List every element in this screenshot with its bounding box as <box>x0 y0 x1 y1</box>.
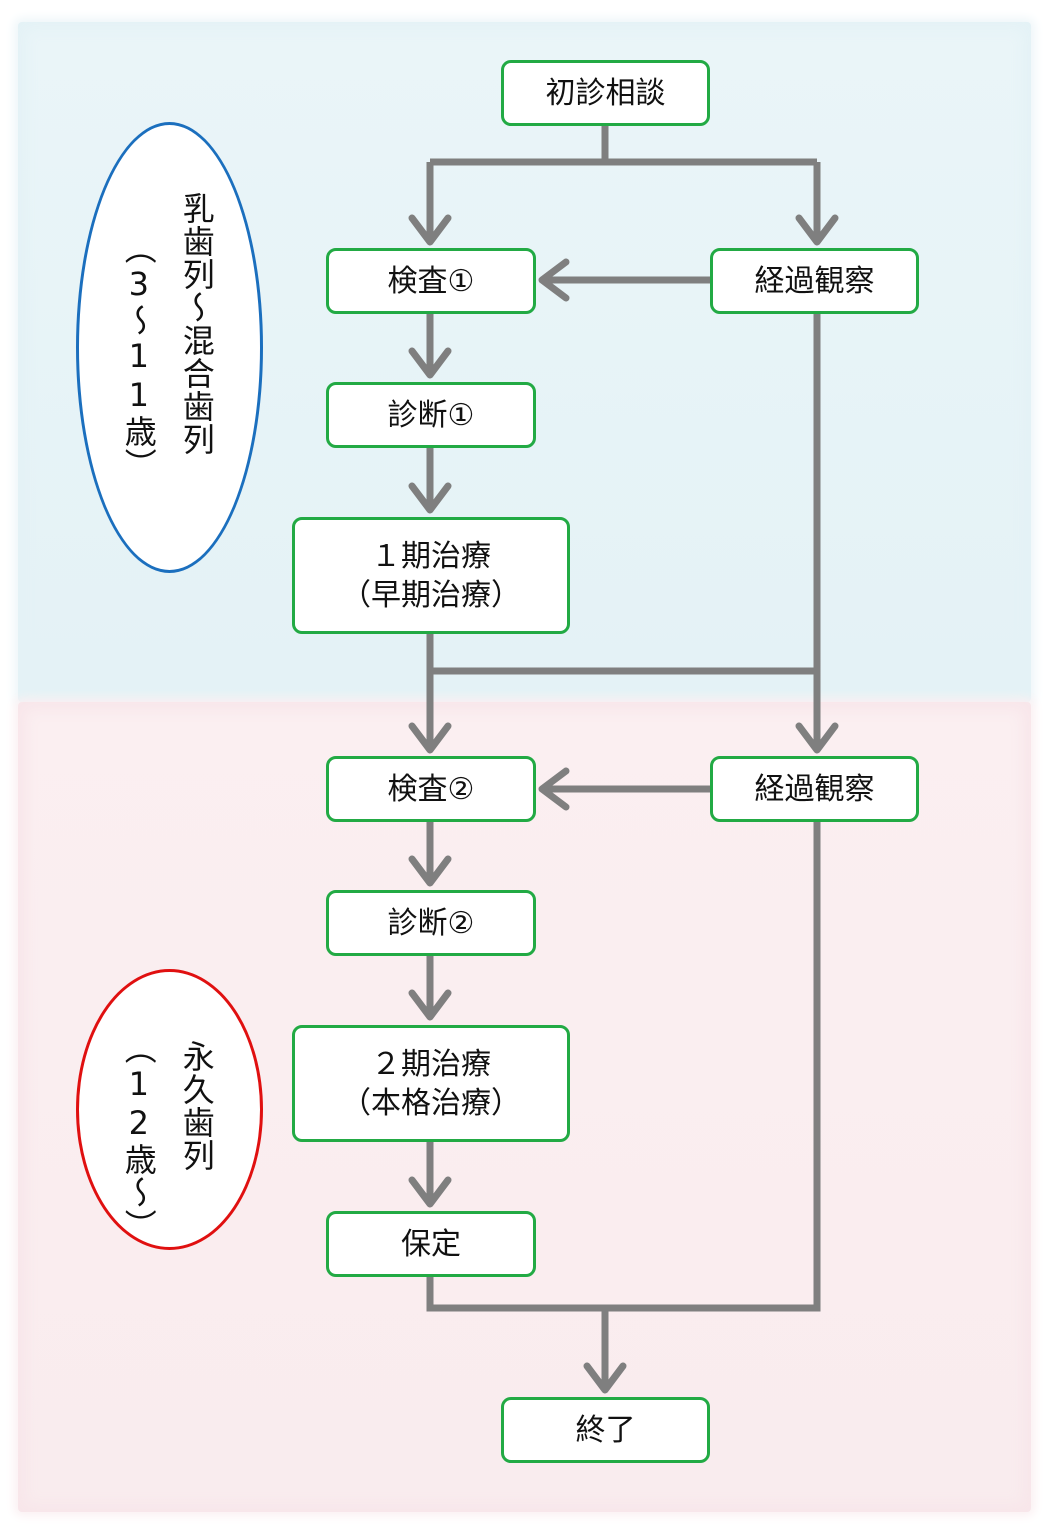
node-observation1-label: 経過観察 <box>754 263 875 299</box>
primary-dentition-ellipse <box>76 122 263 573</box>
arrowhead-diagnosis2 <box>408 855 452 887</box>
node-initial-consultation-label: 初診相談 <box>545 75 666 111</box>
node-phase1-label-line2: （早期治療） <box>341 577 521 613</box>
node-observation1: 経過観察 <box>710 248 919 314</box>
arrowhead-phase1 <box>408 482 452 514</box>
connector-initial-split <box>426 125 821 240</box>
arrowhead-exam1-left <box>538 258 570 302</box>
permanent-dentition-ellipse <box>76 969 263 1250</box>
node-observation2-label: 経過観察 <box>754 771 875 807</box>
arrowhead-observation2 <box>795 722 839 754</box>
node-retention-label: 保定 <box>401 1226 461 1262</box>
permanent-dentition-label: 永久歯列 <box>177 1040 216 1172</box>
node-diagnosis2: 診断② <box>326 890 536 956</box>
arrowhead-diagnosis1 <box>408 347 452 379</box>
node-observation2: 経過観察 <box>710 756 919 822</box>
node-exam1: 検査① <box>326 248 536 314</box>
primary-dentition-label: 乳歯列～混合歯列 <box>177 192 216 456</box>
arrowhead-retention <box>408 1176 452 1208</box>
node-diagnosis2-label: 診断② <box>387 905 475 941</box>
node-diagnosis1: 診断① <box>326 382 536 448</box>
primary-dentition-age: （3～11歳） <box>119 232 158 481</box>
node-diagnosis1-label: 診断① <box>387 397 475 433</box>
arrowhead-exam2 <box>408 722 452 754</box>
node-phase1-label-line1: １期治療 <box>371 538 491 574</box>
node-retention: 保定 <box>326 1211 536 1277</box>
node-exam1-label: 検査① <box>387 263 475 299</box>
arrowhead-exam1 <box>408 214 452 246</box>
node-exam2: 検査② <box>326 756 536 822</box>
node-phase2-label-line2: （本格治療） <box>341 1085 521 1121</box>
node-initial-consultation: 初診相談 <box>501 60 710 126</box>
arrowhead-phase2 <box>408 989 452 1021</box>
node-end: 終了 <box>501 1397 710 1463</box>
permanent-dentition-age: （12歳～） <box>119 1032 158 1242</box>
node-end-label: 終了 <box>575 1412 636 1448</box>
connector-to-end <box>426 821 821 1388</box>
arrowhead-end <box>583 1362 627 1394</box>
arrowhead-exam2-left <box>538 767 570 811</box>
node-exam2-label: 検査② <box>387 771 475 807</box>
node-phase2-treatment: ２期治療 （本格治療） <box>292 1025 570 1142</box>
connector-phase1-merge <box>426 633 817 748</box>
node-phase1-treatment: １期治療 （早期治療） <box>292 517 570 634</box>
node-phase2-label-line1: ２期治療 <box>371 1046 491 1082</box>
arrowhead-observation1 <box>795 214 839 246</box>
